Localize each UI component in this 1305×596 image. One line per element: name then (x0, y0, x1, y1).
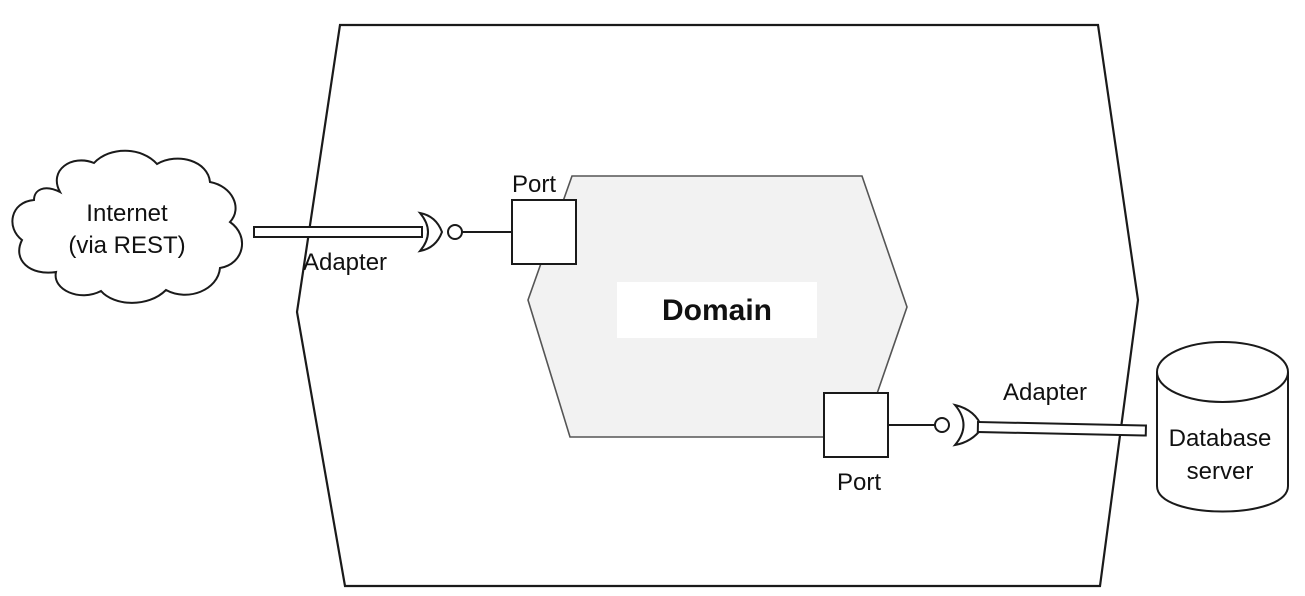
internet-label-line2: (via REST) (68, 232, 185, 259)
right-adapter-bar (976, 420, 1147, 437)
left-adapter-bar (253, 226, 423, 238)
database-label-line2: server (1187, 458, 1254, 485)
left-port-ball (447, 224, 463, 240)
right-port-box (823, 392, 889, 458)
right-adapter-label: Adapter (1003, 379, 1087, 406)
database-cylinder (1156, 372, 1289, 513)
right-port-ball (934, 417, 950, 433)
right-adapter-socket (952, 403, 984, 447)
domain-label-background (617, 282, 817, 338)
left-port-box (511, 199, 577, 265)
internet-cloud (11, 149, 243, 304)
domain-label: Domain (662, 294, 772, 327)
database-label-line1: Database (1169, 425, 1272, 452)
left-port-label: Port (512, 171, 556, 198)
database-cylinder-top (1156, 341, 1289, 403)
internet-label-line1: Internet (86, 200, 168, 227)
right-port-label: Port (837, 469, 881, 496)
left-adapter-label: Adapter (303, 249, 387, 276)
left-adapter-socket (417, 211, 444, 253)
